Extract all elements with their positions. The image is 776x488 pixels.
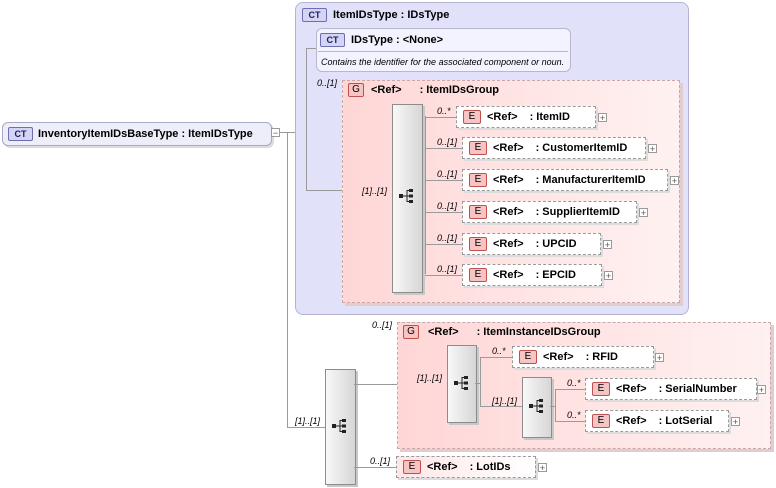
- element-name: : SerialNumber: [658, 383, 737, 395]
- expand-icon[interactable]: +: [648, 144, 657, 154]
- root-type-box: CT InventoryItemIDsBaseType : ItemIDsTyp…: [2, 122, 272, 146]
- expand-icon[interactable]: +: [603, 240, 612, 250]
- element-name: : EPCID: [535, 269, 576, 281]
- element-occurrence: 0..*: [437, 106, 451, 116]
- ct-icon: CT: [320, 33, 345, 47]
- element-icon: E: [403, 460, 421, 474]
- group2-occurrence: 0..[1]: [372, 320, 393, 330]
- element-name: : LotSerial: [658, 415, 713, 427]
- element-icon: E: [592, 382, 610, 396]
- group-icon: G: [348, 83, 364, 97]
- serial-number-occurrence: 0..*: [567, 378, 581, 388]
- element-icon: E: [463, 110, 481, 124]
- ct-icon: CT: [302, 8, 327, 22]
- element-name: : LotIDs: [469, 461, 511, 473]
- lotids-occurrence: 0..[1]: [370, 456, 391, 466]
- element-lot-serial[interactable]: E <Ref> : LotSerial: [585, 410, 729, 432]
- ids-type-box: [316, 28, 571, 72]
- element-occurrence: 0..[1]: [437, 137, 458, 147]
- lot-serial-occurrence: 0..*: [567, 410, 581, 420]
- group-icon: G: [403, 325, 419, 339]
- ids-type-description: Contains the identifier for the associat…: [321, 57, 565, 67]
- element-row[interactable]: E<Ref>: ManufacturerItemID: [462, 169, 668, 191]
- element-name: : UPCID: [535, 238, 577, 250]
- group1-header: G <Ref> : ItemIDsGroup: [348, 83, 499, 97]
- element-icon: E: [469, 268, 487, 282]
- expand-icon[interactable]: +: [731, 417, 740, 427]
- element-occurrence: 0..[1]: [437, 169, 458, 179]
- group2-name: : ItemInstanceIDsGroup: [476, 326, 601, 338]
- element-name: : RFID: [585, 351, 618, 363]
- element-row[interactable]: E<Ref>: CustomerItemID: [462, 137, 646, 159]
- group1-seq-occurrence: [1]..[1]: [362, 186, 388, 196]
- expand-icon[interactable]: +: [655, 353, 664, 363]
- sequence-icon: [529, 399, 543, 413]
- collapse-root-icon[interactable]: −: [271, 128, 280, 138]
- element-row[interactable]: E<Ref>: ItemID: [456, 106, 596, 128]
- group2-header: G <Ref> : ItemInstanceIDsGroup: [403, 325, 601, 339]
- rfid-occurrence: 0..*: [492, 346, 506, 356]
- element-lotids[interactable]: E <Ref> : LotIDs: [396, 456, 536, 478]
- expand-icon[interactable]: +: [670, 176, 679, 186]
- group2-seq-occurrence: [1]..[1]: [417, 373, 443, 383]
- sequence-icon: [454, 376, 468, 390]
- element-row[interactable]: E<Ref>: UPCID: [462, 233, 601, 255]
- element-icon: E: [469, 173, 487, 187]
- ids-type-header: CT IDsType : <None>: [320, 33, 443, 47]
- element-occurrence: 0..[1]: [437, 201, 458, 211]
- element-icon: E: [469, 205, 487, 219]
- inner-seq-occurrence: [1]..[1]: [492, 396, 518, 406]
- element-icon: E: [592, 414, 610, 428]
- expand-icon[interactable]: +: [639, 208, 648, 218]
- element-serial-number[interactable]: E <Ref> : SerialNumber: [585, 378, 757, 400]
- root-type-label: InventoryItemIDsBaseType : ItemIDsType: [38, 128, 253, 140]
- item-ids-type-header: CT ItemIDsType : IDsType: [302, 8, 449, 22]
- element-occurrence: 0..[1]: [437, 233, 458, 243]
- group1-occurrence: 0..[1]: [317, 78, 338, 88]
- element-rfid[interactable]: E <Ref> : RFID: [512, 346, 654, 368]
- ids-type-title: IDsType : <None>: [351, 34, 444, 46]
- sequence-icon: [332, 419, 346, 433]
- element-name: : ItemID: [529, 111, 570, 123]
- expand-icon[interactable]: +: [598, 113, 607, 123]
- expand-icon[interactable]: +: [757, 385, 766, 395]
- element-icon: E: [469, 237, 487, 251]
- expand-icon[interactable]: +: [538, 463, 547, 473]
- element-icon: E: [519, 350, 537, 364]
- ct-icon: CT: [8, 127, 33, 141]
- item-ids-type-title: ItemIDsType : IDsType: [333, 9, 450, 21]
- element-row[interactable]: E<Ref>: SupplierItemID: [462, 201, 637, 223]
- element-name: : SupplierItemID: [535, 206, 620, 218]
- group1-name: : ItemIDsGroup: [419, 84, 500, 96]
- element-name: : ManufacturerItemID: [535, 174, 646, 186]
- element-occurrence: 0..[1]: [437, 264, 458, 274]
- element-row[interactable]: E<Ref>: EPCID: [462, 264, 602, 286]
- expand-icon[interactable]: +: [604, 271, 613, 281]
- sequence-icon: [399, 189, 413, 203]
- element-name: : CustomerItemID: [535, 142, 628, 154]
- outer-seq-occurrence: [1]..[1]: [295, 416, 321, 426]
- element-icon: E: [469, 141, 487, 155]
